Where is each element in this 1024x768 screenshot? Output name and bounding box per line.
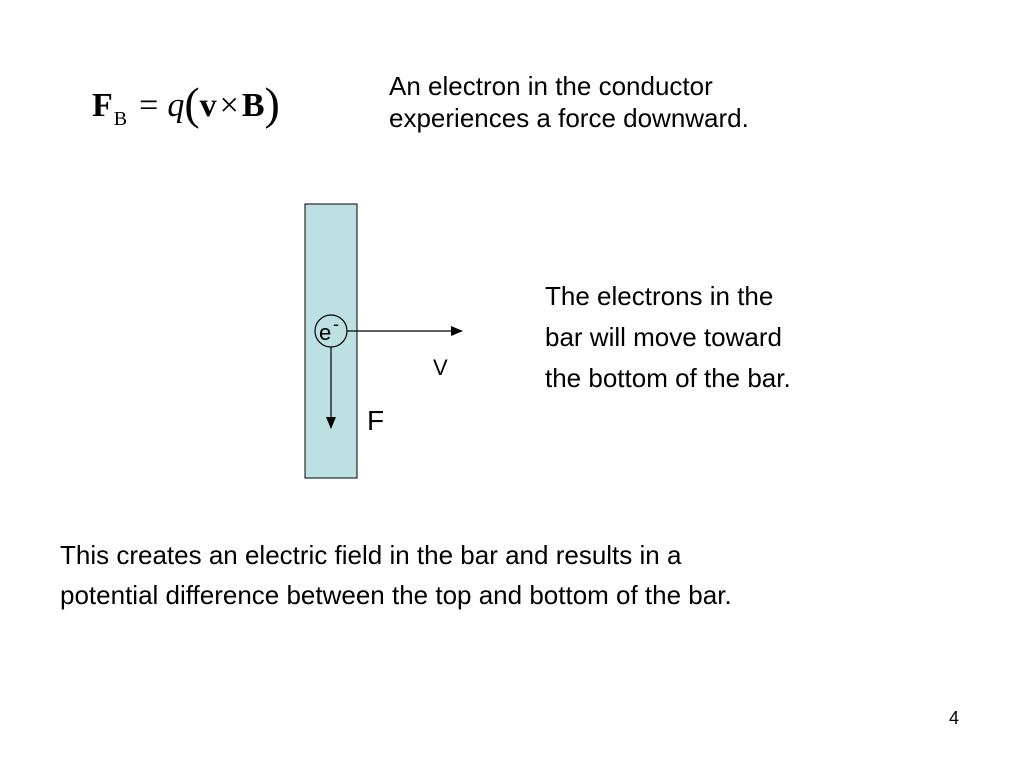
force-subscript: B [113,108,128,130]
velocity-symbol: v [199,87,217,124]
cross-product-sign: × [219,87,239,124]
close-paren: ) [264,78,280,129]
electron-charge: - [333,314,339,334]
page-number: 4 [949,708,960,728]
electron-label: e [319,320,331,345]
caption-right: The electrons in the bar will move towar… [545,276,791,399]
electron-circle [314,314,348,348]
force-symbol: F [92,87,113,124]
charge-symbol: q [167,87,185,124]
caption-bottom-line-1: This creates an electric field in the ba… [60,540,682,570]
velocity-label: V [433,355,448,380]
caption-right-line-3: the bottom of the bar. [545,363,791,393]
caption-bottom: This creates an electric field in the ba… [60,535,732,615]
caption-top-line-1: An electron in the conductor [389,71,713,101]
equals-sign: = [139,87,159,124]
force-label: F [367,405,384,436]
caption-top-line-2: experiences a force downward. [389,103,749,133]
caption-bottom-line-2: potential difference between the top and… [60,580,732,610]
caption-right-line-2: bar will move toward [545,322,782,352]
field-symbol: B [241,87,265,124]
lorentz-force-formula: FB=q(v×B) [92,78,280,130]
caption-top: An electron in the conductor experiences… [389,70,749,134]
open-paren: ( [184,78,200,129]
caption-right-line-1: The electrons in the [545,281,774,311]
